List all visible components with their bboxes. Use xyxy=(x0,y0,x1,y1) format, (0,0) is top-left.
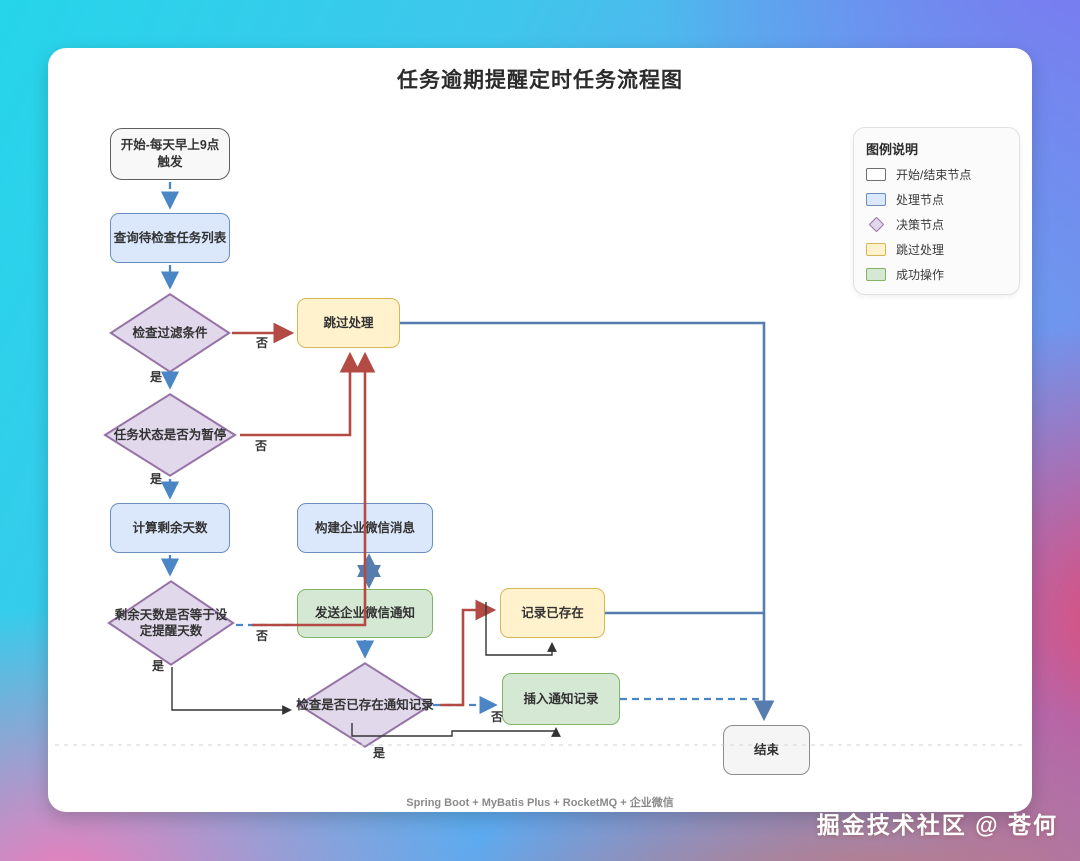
edge-label-no: 否 xyxy=(255,439,268,453)
legend-panel: 图例说明 开始/结束节点 处理节点 决策节点 跳过处理 成功操作 xyxy=(853,127,1020,295)
decision-record-exists: 检查是否已存在通知记录 xyxy=(296,662,434,748)
node-build-message-label: 构建企业微信消息 xyxy=(314,520,415,535)
legend-item-skip: 跳过处理 xyxy=(866,241,1007,258)
legend-item-label: 决策节点 xyxy=(896,218,945,232)
node-build-message: 构建企业微信消息 xyxy=(297,503,433,553)
edge-label-no: 否 xyxy=(256,336,269,350)
edge-label-yes: 是 xyxy=(150,370,163,384)
node-calc-days-label: 计算剩余天数 xyxy=(132,520,208,535)
legend-item-process: 处理节点 xyxy=(866,191,1007,208)
diamond-shape-icon xyxy=(107,580,235,666)
node-send-notice: 发送企业微信通知 xyxy=(297,589,433,638)
legend-item-decision: 决策节点 xyxy=(866,216,1007,233)
edge-label-no: 否 xyxy=(491,710,504,724)
decision-record-exists-label: 检查是否已存在通知记录 xyxy=(296,697,434,712)
edge-label-no: 否 xyxy=(256,629,269,643)
node-calc-days: 计算剩余天数 xyxy=(110,503,230,553)
success-swatch-icon xyxy=(866,268,886,281)
edge-label-yes: 是 xyxy=(150,472,163,486)
edge-label-yes: 是 xyxy=(373,746,386,760)
node-insert-record-label: 插入通知记录 xyxy=(523,691,599,706)
node-skip: 跳过处理 xyxy=(297,298,400,348)
watermark: 掘金技术社区 @ 苍何 xyxy=(816,812,1058,838)
legend-item-label: 跳过处理 xyxy=(896,243,945,257)
node-insert-record: 插入通知记录 xyxy=(502,673,620,725)
decision-days-equal-label: 剩余天数是否等于设定提醒天数 xyxy=(114,607,228,638)
tech-stack-footer: Spring Boot + MyBatis Plus + RocketMQ + … xyxy=(406,797,674,809)
node-start-label: 开始-每天早上9点触发 xyxy=(120,138,220,169)
decision-check-filter-label: 检查过滤条件 xyxy=(132,325,208,340)
node-record-exists-label: 记录已存在 xyxy=(521,605,584,620)
decision-task-paused: 任务状态是否为暂停 xyxy=(103,393,237,477)
node-end-label: 结束 xyxy=(753,742,779,757)
decision-days-equal: 剩余天数是否等于设定提醒天数 xyxy=(107,580,235,666)
decision-swatch-icon xyxy=(868,216,885,233)
node-end: 结束 xyxy=(723,725,810,775)
node-start: 开始-每天早上9点触发 xyxy=(110,128,230,180)
process-swatch-icon xyxy=(866,193,886,206)
legend-item-label: 开始/结束节点 xyxy=(896,168,972,182)
node-skip-label: 跳过处理 xyxy=(323,315,374,330)
edge-label-yes: 是 xyxy=(152,659,165,673)
node-record-exists: 记录已存在 xyxy=(500,588,605,638)
node-send-notice-label: 发送企业微信通知 xyxy=(314,606,415,621)
page-title: 任务逾期提醒定时任务流程图 xyxy=(397,69,683,92)
skip-swatch-icon xyxy=(866,243,886,256)
legend-item-label: 成功操作 xyxy=(896,268,945,282)
legend-title: 图例说明 xyxy=(866,142,919,157)
legend-item-start-end: 开始/结束节点 xyxy=(866,166,1007,183)
decision-check-filter: 检查过滤条件 xyxy=(109,293,231,373)
legend-item-success: 成功操作 xyxy=(866,266,1007,283)
decision-task-paused-label: 任务状态是否为暂停 xyxy=(113,427,227,442)
node-query-tasks-label: 查询待检查任务列表 xyxy=(113,230,227,245)
start-end-swatch-icon xyxy=(866,168,886,181)
node-query-tasks: 查询待检查任务列表 xyxy=(110,213,230,263)
diamond-shape-icon xyxy=(103,393,237,477)
legend-item-label: 处理节点 xyxy=(896,193,945,207)
